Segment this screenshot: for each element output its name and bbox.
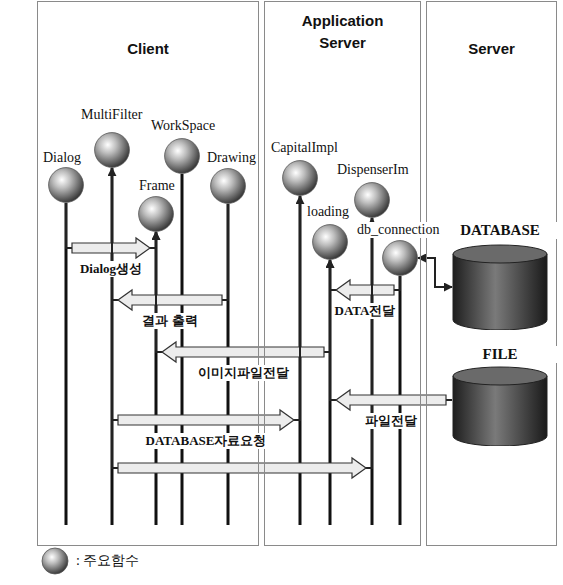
message-arrow (112, 168, 372, 478)
block-arrow (336, 280, 394, 300)
sphere-shape (282, 160, 318, 196)
message-label: 결과 출력 (140, 313, 199, 329)
sphere-shape (354, 182, 390, 218)
tier-heading: Application Server (287, 10, 399, 54)
storage-cylinder: DATABASE (452, 244, 548, 330)
message-arrow (330, 260, 452, 410)
connector-line (418, 258, 452, 287)
function-sphere: Drawing (210, 168, 246, 204)
sphere-body (165, 139, 200, 174)
function-sphere: MultiFilter (94, 132, 130, 168)
sphere-body (355, 183, 390, 218)
storage-cylinder: FILE (452, 366, 548, 446)
cylinder-top (453, 245, 547, 263)
function-name: loading (306, 204, 350, 220)
sphere-body (383, 241, 418, 276)
tier-panel: ServerDATABASE FILE (427, 2, 556, 545)
message-arrow (112, 168, 300, 430)
function-name: db_connection (356, 222, 440, 238)
tier-heading: Server (432, 38, 552, 60)
block-arrow (118, 410, 294, 430)
function-sphere: loading (312, 224, 348, 260)
message-arrow (156, 232, 330, 362)
message-arrow (418, 258, 452, 287)
function-name: CapitalImpl (270, 140, 339, 156)
cylinder-body (453, 376, 547, 446)
block-arrow (118, 458, 366, 478)
sphere-shape (164, 138, 200, 174)
storage-name: FILE (440, 346, 560, 363)
storage-name: DATABASE (440, 222, 560, 239)
connector-line (112, 168, 300, 420)
cylinder-shape (452, 366, 548, 446)
cylinder-body (453, 254, 547, 330)
sphere-body (49, 168, 84, 203)
sphere-shape (138, 196, 174, 232)
message-label: DATA전달 (333, 303, 398, 319)
legend-swatch (42, 548, 68, 574)
message-label: Dialog생성 (78, 261, 144, 277)
sphere-shape (210, 168, 246, 204)
block-arrow (118, 290, 222, 310)
function-sphere: Frame (138, 196, 174, 232)
lifeline (65, 203, 68, 525)
function-sphere: CapitalImpl (282, 160, 318, 196)
function-name: DispenserIm (336, 162, 410, 178)
sphere-shape (94, 132, 130, 168)
sphere-shape (382, 240, 418, 276)
sphere-body (313, 225, 348, 260)
message-label: 이미지파일전달 (196, 365, 291, 381)
sphere-body (283, 161, 318, 196)
sphere-body (211, 169, 246, 204)
connector-line (330, 260, 452, 400)
connector-line (156, 232, 330, 352)
function-name: Frame (138, 178, 176, 194)
block-arrow (336, 390, 446, 410)
sphere-body (139, 197, 174, 232)
sphere-body (95, 133, 130, 168)
cylinder-shape (452, 244, 548, 330)
sphere-shape (312, 224, 348, 260)
tier-panel: Application ServerCapitalImplDispenserIm… (265, 2, 420, 545)
function-sphere: Dialog (48, 167, 84, 203)
cylinder-top (453, 367, 547, 385)
legend-text: : 주요함수 (76, 552, 139, 570)
function-sphere: WorkSpace (164, 138, 200, 174)
function-name: Dialog (42, 150, 82, 166)
function-name: WorkSpace (150, 118, 216, 134)
function-sphere: DispenserIm (354, 182, 390, 218)
message-label: DATABASE자료요청 (144, 433, 269, 449)
tier-heading: Client (48, 38, 248, 60)
function-name: Drawing (206, 150, 257, 166)
function-name: MultiFilter (80, 107, 143, 123)
tier-panel: ClientDialogMultiFilterWorkSpaceFrameDra… (38, 2, 258, 545)
message-label: 파일전달 (363, 413, 419, 429)
sphere-shape (48, 167, 84, 203)
function-sphere: db_connection (382, 240, 418, 276)
